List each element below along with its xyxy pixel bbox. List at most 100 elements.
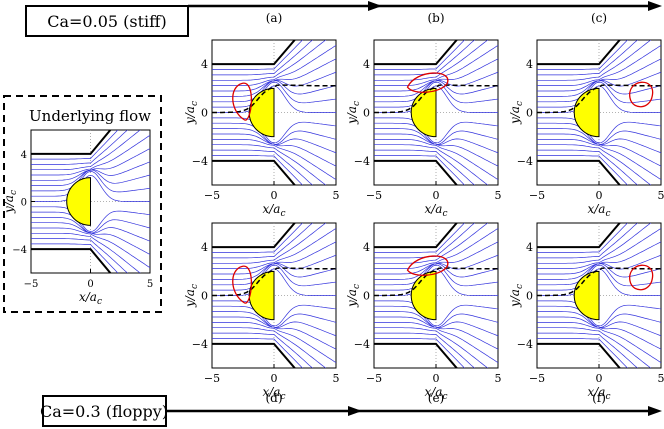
cell-outline: [232, 82, 253, 121]
streamline-7: [537, 305, 661, 328]
upper-wall: [31, 130, 112, 155]
x-tick-label: 0: [271, 189, 278, 202]
streamline-10: [537, 81, 661, 108]
y-axis-label: y/ac: [345, 284, 362, 308]
upper-wall: [537, 40, 621, 66]
y-tick-label: 0: [363, 290, 370, 303]
streamline-14: [374, 228, 498, 269]
streamline-14: [212, 228, 336, 269]
plot-area: [537, 40, 661, 185]
streamline-4: [31, 227, 150, 268]
lower-wall: [31, 248, 112, 273]
streamline-15: [212, 223, 327, 264]
x-tick-label: 5: [658, 372, 664, 385]
streamline-1: [212, 338, 303, 368]
y-tick-label: −4: [354, 155, 370, 168]
streamline-10: [31, 171, 150, 197]
plot-area: [212, 40, 336, 185]
plot-area: [212, 223, 336, 368]
streamline-2: [374, 149, 475, 185]
lower-wall: [537, 159, 621, 185]
arrow-head-top-2: [648, 1, 662, 11]
streamline-1: [537, 155, 628, 185]
streamline-7: [537, 122, 661, 145]
streamline-2: [374, 332, 475, 368]
cell-trajectory: [374, 84, 498, 114]
streamline-16: [212, 223, 313, 259]
y-axis-label: y/ac: [2, 190, 19, 214]
streamline-16: [212, 40, 313, 76]
y-tick-label: −4: [517, 338, 533, 351]
streamline-10: [537, 264, 661, 291]
streamline-16: [537, 223, 638, 259]
streamline-10: [374, 264, 498, 291]
streamline-1: [212, 155, 303, 185]
streamline-16: [537, 40, 638, 76]
streamline-1: [374, 155, 465, 185]
cell-trajectory: [374, 267, 498, 297]
streamline-2: [537, 332, 638, 368]
streamline-4: [374, 322, 498, 363]
x-axis-label: x/ac: [587, 385, 610, 402]
plot-area: [374, 40, 498, 185]
x-tick-label: −5: [529, 189, 545, 202]
streamline-17: [212, 223, 303, 253]
x-tick-label: 5: [333, 372, 340, 385]
streamline-10: [374, 81, 498, 108]
y-tick-label: −4: [192, 338, 208, 351]
x-tick-label: 0: [271, 372, 278, 385]
streamline-3: [374, 327, 489, 368]
lower-wall: [212, 159, 296, 185]
x-axis-label: x/ac: [424, 385, 447, 402]
x-tick-label: 0: [596, 189, 603, 202]
upper-wall: [537, 223, 621, 249]
y-tick-label: 0: [201, 107, 208, 120]
streamline-15: [374, 223, 489, 264]
x-tick-label: −5: [204, 372, 220, 385]
y-tick-label: 0: [363, 107, 370, 120]
x-tick-label: 5: [147, 279, 153, 290]
x-tick-label: 0: [596, 372, 603, 385]
streamline-17: [31, 130, 119, 160]
upper-wall: [212, 40, 296, 66]
streamline-15: [31, 130, 141, 171]
lower-wall: [374, 159, 458, 185]
y-axis-label: y/ac: [508, 284, 525, 308]
streamline-3: [374, 144, 489, 185]
x-tick-label: 5: [495, 372, 502, 385]
obstacle: [410, 270, 437, 321]
streamline-15: [537, 40, 652, 81]
x-tick-label: 5: [333, 189, 340, 202]
streamline-14: [537, 228, 661, 269]
y-tick-label: 0: [201, 290, 208, 303]
cell-trajectory: [537, 84, 661, 114]
underlying-flow-title: Underlying flow: [29, 107, 151, 125]
streamline-10: [212, 264, 336, 291]
streamline-2: [31, 238, 128, 273]
y-tick-label: −4: [192, 155, 208, 168]
streamline-2: [212, 149, 313, 185]
x-tick-label: −5: [24, 279, 39, 290]
y-axis-label: y/ac: [508, 101, 525, 125]
streamline-17: [374, 223, 465, 253]
y-tick-label: 4: [21, 150, 27, 161]
x-tick-label: −5: [204, 189, 220, 202]
streamline-8: [374, 117, 498, 144]
streamline-4: [537, 139, 661, 180]
cell-outline: [629, 264, 654, 291]
streamline-4: [537, 322, 661, 363]
x-tick-label: 5: [495, 189, 502, 202]
panel-label: (a): [266, 11, 283, 25]
streamline-7: [212, 122, 336, 145]
plot-area: [374, 223, 498, 368]
cell-outline: [629, 81, 654, 108]
floppy-label: Ca=0.3 (floppy): [40, 402, 168, 421]
streamline-16: [31, 130, 128, 165]
upper-wall: [374, 40, 458, 66]
y-tick-label: −4: [12, 245, 27, 256]
obstacle: [573, 87, 600, 138]
streamline-17: [374, 40, 465, 70]
